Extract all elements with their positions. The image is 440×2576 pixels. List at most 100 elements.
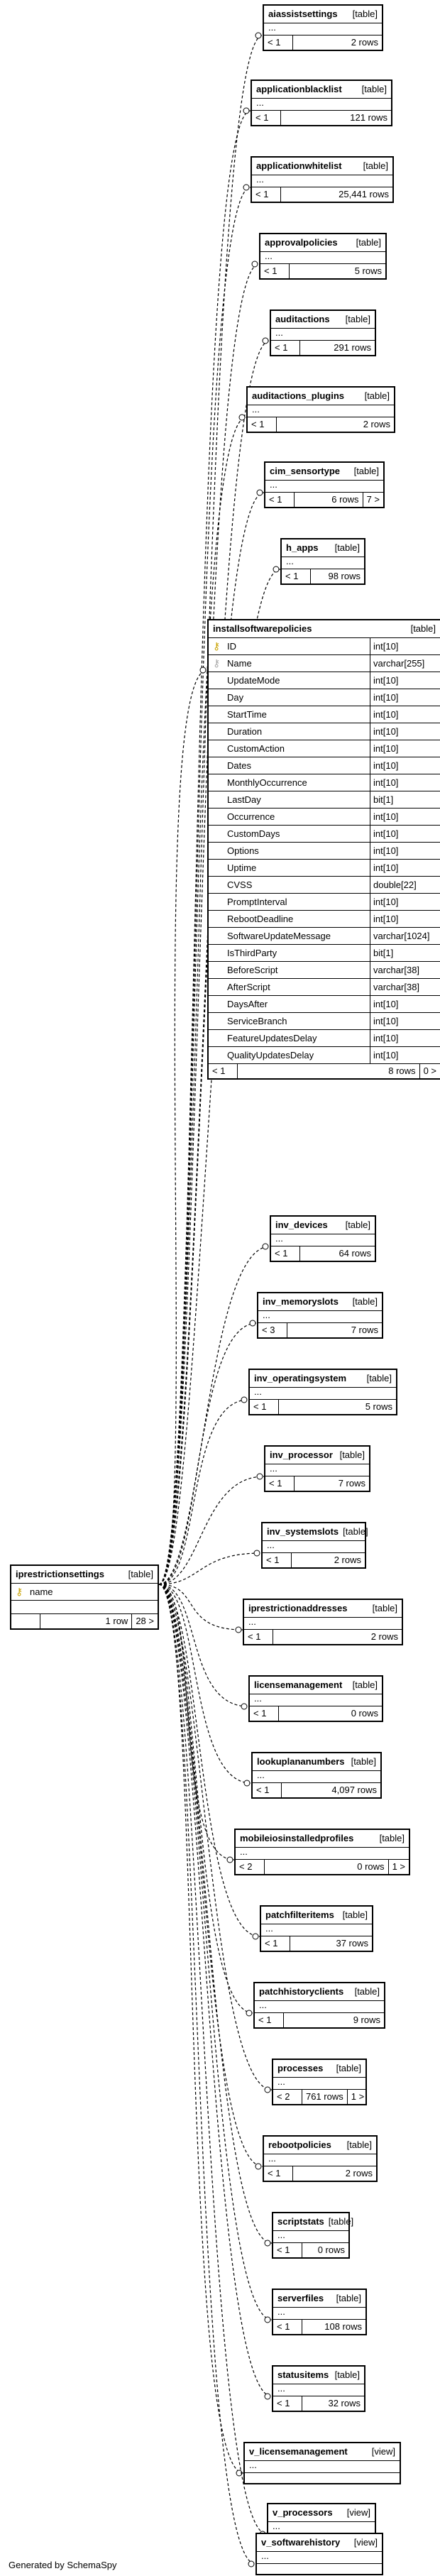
- table-header: iprestrictionaddresses[table]: [244, 1600, 402, 1618]
- table-footer: < 1 9 rows: [255, 2013, 384, 2027]
- table-v_licensemanagement[interactable]: v_licensemanagement[view]...: [243, 2442, 401, 2484]
- table-header: statusitems[table]: [273, 2367, 364, 2384]
- column-type: int[10]: [373, 897, 399, 907]
- column-ellipsis: ...: [245, 2460, 400, 2473]
- table-header: approvalpolicies[table]: [260, 234, 385, 252]
- cardinality-marker: [264, 2316, 271, 2323]
- table-name: inv_operatingsystem: [254, 1373, 347, 1383]
- table-type: [table]: [353, 466, 379, 476]
- table-header: licensemanagement[table]: [250, 1677, 382, 1694]
- table-header: iprestrictionsettings [table]: [11, 1566, 158, 1584]
- row-count: 108 rows: [324, 2321, 362, 2332]
- relationship-edge: [158, 669, 208, 1585]
- table-type: [view]: [371, 2446, 395, 2457]
- row-count: 25,441 rows: [339, 189, 389, 199]
- parent-count: < 1: [250, 1706, 279, 1721]
- column-ellipsis: ...: [260, 251, 385, 264]
- column-ellipsis: ...: [250, 1387, 396, 1400]
- row-count: 9 rows: [353, 2015, 380, 2025]
- table-type: [view]: [353, 2537, 378, 2548]
- table-header: lookuplananumbers[table]: [253, 1753, 380, 1771]
- parent-count: < 1: [260, 264, 290, 278]
- column-name: RebootDeadline: [209, 911, 370, 927]
- column-ellipsis: ...: [273, 2077, 365, 2090]
- parent-count: < 1: [255, 2013, 284, 2027]
- child-count: 1 >: [387, 1860, 409, 1874]
- table-header: aiassistsettings[table]: [264, 6, 382, 23]
- column-ellipsis: ...: [253, 1770, 380, 1783]
- table-type: [table]: [366, 1373, 392, 1383]
- row-count: 37 rows: [336, 1938, 368, 1949]
- table-v_softwarehistory[interactable]: v_softwarehistory[view]...: [255, 2533, 383, 2575]
- row-count: 0 rows: [357, 1861, 385, 1872]
- parent-count: < 3: [258, 1323, 287, 1337]
- row-count: 7 rows: [338, 1478, 365, 1489]
- table-header: serverfiles[table]: [273, 2290, 365, 2308]
- cardinality-marker: [236, 2470, 243, 2477]
- relationship-edge: [158, 417, 247, 1585]
- table-name: patchhistoryclients: [259, 1986, 344, 1997]
- relationship-edge: [158, 1584, 260, 1937]
- table-name: inv_systemslots: [267, 1526, 339, 1537]
- column-ellipsis: ...: [273, 2230, 348, 2243]
- table-name: cim_sensortype: [270, 466, 340, 476]
- table-name: lookuplananumbers: [257, 1756, 345, 1767]
- column-type: bit[1]: [373, 794, 394, 805]
- row-count: 291 rows: [334, 342, 371, 353]
- row-count: 32 rows: [328, 2398, 361, 2408]
- column-name: LastDay: [209, 791, 370, 808]
- row-count: 5 rows: [354, 265, 382, 276]
- column-ellipsis: ...: [248, 405, 394, 417]
- relationship-edge: [158, 1584, 268, 2535]
- column-name: PromptInterval: [209, 894, 370, 910]
- column-name: CVSS: [209, 877, 370, 893]
- table-type: [table]: [361, 84, 387, 94]
- column-name: StartTime: [209, 706, 370, 723]
- row-count: 0 rows: [317, 2245, 345, 2255]
- table-iprestrictionsettings[interactable]: iprestrictionsettings [table] ⚷name 1 ro…: [10, 1564, 159, 1630]
- column-ellipsis: ...: [236, 1847, 409, 1860]
- table-header: h_apps[table]: [282, 539, 364, 557]
- column-ellipsis: ...: [252, 98, 391, 111]
- table-name: patchfilteritems: [265, 1909, 334, 1920]
- table-header: processes[table]: [273, 2060, 365, 2078]
- table-approvalpolicies[interactable]: approvalpolicies[table]...< 1 5 rows: [259, 233, 387, 280]
